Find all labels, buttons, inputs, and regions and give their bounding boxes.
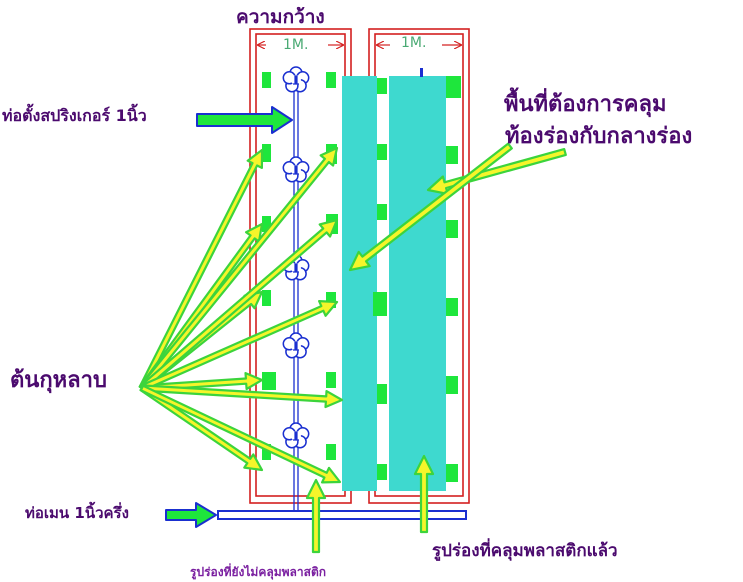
pointer-arrow xyxy=(348,142,513,272)
pointer-arrow xyxy=(139,300,339,392)
bed-1-width-label: 1M. xyxy=(283,37,309,53)
green-square-icon xyxy=(262,372,276,390)
main-pipe-pointer xyxy=(165,502,217,528)
pointer-arrow xyxy=(139,384,342,484)
flower-sprinkler-icon xyxy=(282,332,310,359)
green-square-icon xyxy=(377,204,387,220)
green-square-icon xyxy=(326,72,336,88)
flower-sprinkler-icon xyxy=(282,156,310,183)
covered-ditch-label: รูปร่องที่คลุมพลาสติกแล้ว xyxy=(432,541,618,561)
green-square-icon xyxy=(326,444,336,460)
green-square-icon xyxy=(377,464,387,480)
plant-markers-bed-2-left xyxy=(373,78,387,480)
green-square-icon xyxy=(262,290,271,306)
pointer-arrow xyxy=(140,384,344,409)
bed-2-pipe-stub xyxy=(420,68,423,77)
pointer-arrow xyxy=(138,148,264,391)
plant-markers-bed-1-left xyxy=(262,72,276,460)
pointer-arrow xyxy=(139,218,339,392)
green-square-icon xyxy=(262,144,271,162)
diagram-title: ความกว้าง xyxy=(236,6,325,28)
target-area-label-line1: พื้นที่ต้องการคลุม xyxy=(504,92,667,117)
plant-markers-bed-2-right xyxy=(446,76,461,482)
green-square-icon xyxy=(446,220,458,238)
target-area-label-line2: ท้องร่องกับกลางร่อง xyxy=(505,124,693,149)
green-square-icon xyxy=(377,78,387,94)
main-pipe xyxy=(217,510,467,520)
green-square-icon xyxy=(446,76,461,98)
main-pipe-label: ท่อเมน 1นิ้วครึ่ง xyxy=(25,504,129,522)
plastic-cover-strip-1 xyxy=(342,76,377,491)
green-square-icon xyxy=(262,216,271,232)
green-square-icon xyxy=(326,372,336,388)
sprinkler-pipe-label: ท่อตั้งสปริงเกอร์ 1นิ้ว xyxy=(2,106,147,125)
plastic-cover-strip-2 xyxy=(389,76,446,491)
uncovered-ditch-label: รูปร่องที่ยังไม่คลุมพลาสติก xyxy=(190,565,326,579)
sprinkler-pipe-pointer xyxy=(196,106,293,134)
green-square-icon xyxy=(446,376,458,394)
green-square-icon xyxy=(377,144,387,160)
green-square-icon xyxy=(326,292,336,308)
flower-sprinkler-icon xyxy=(282,66,310,93)
pointer-arrow xyxy=(305,478,327,554)
bed-2-width-label: 1M. xyxy=(401,35,427,51)
sprinkler-heads xyxy=(282,66,310,449)
pointer-arrow xyxy=(413,454,435,534)
green-square-icon xyxy=(373,292,387,316)
rose-plants-label: ต้นกุหลาบ xyxy=(10,368,107,393)
green-square-icon xyxy=(262,444,271,460)
green-square-icon xyxy=(377,384,387,404)
green-square-icon xyxy=(446,464,458,482)
flower-sprinkler-icon xyxy=(282,422,310,449)
annotation-arrows xyxy=(138,142,567,554)
green-square-icon xyxy=(262,72,271,88)
green-square-icon xyxy=(446,298,458,316)
pointer-arrow xyxy=(138,146,339,391)
green-square-icon xyxy=(446,146,458,164)
